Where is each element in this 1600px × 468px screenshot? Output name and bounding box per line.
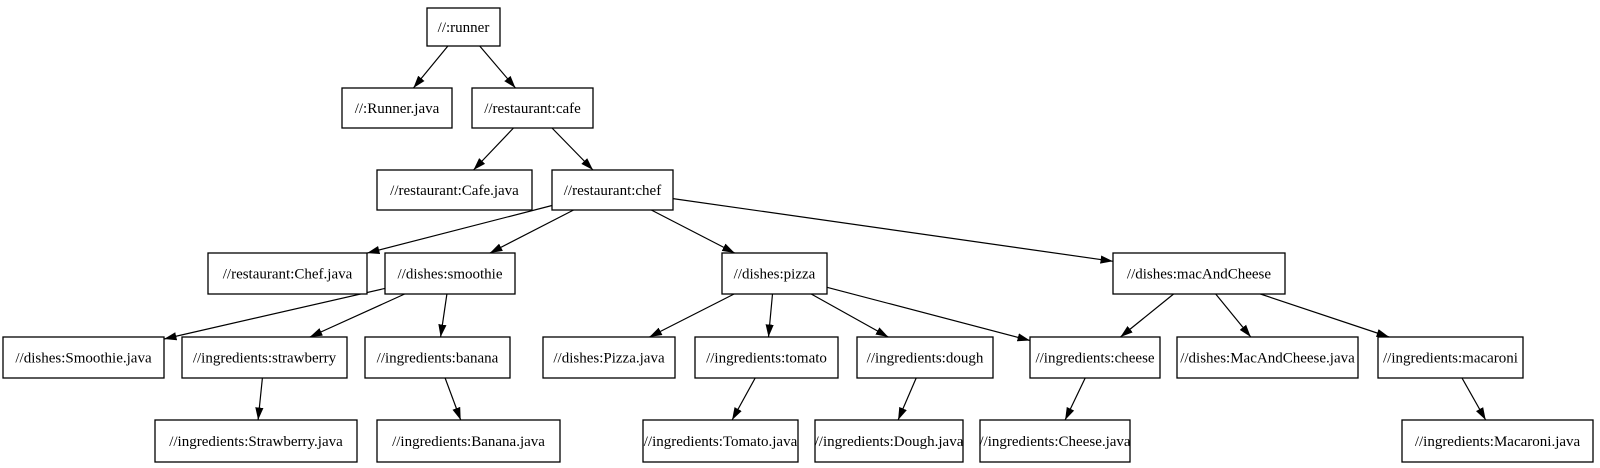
- node-label-tomato: //ingredients:tomato: [706, 351, 827, 367]
- node-tomato: //ingredients:tomato: [694, 336, 839, 379]
- node-box-strawberry: [181, 336, 348, 379]
- node-cheese: //ingredients:cheese: [1029, 336, 1161, 379]
- node-label-runner-java: //:Runner.java: [355, 101, 440, 117]
- edge-smoothie-to-smoothie-java: [163, 287, 386, 341]
- edge-runner-to-cafe: [479, 45, 516, 89]
- edge-banana-to-banana-java: [444, 377, 462, 421]
- node-box-strawberry-java: [154, 419, 358, 463]
- edge-cafe-to-chef: [551, 127, 594, 171]
- node-label-cafe: //restaurant:cafe: [484, 101, 581, 117]
- node-label-pizza-java: //dishes:Pizza.java: [553, 351, 665, 367]
- node-smoothie-java: //dishes:Smoothie.java: [2, 336, 165, 379]
- node-smoothie: //dishes:smoothie: [384, 252, 516, 295]
- node-box-macaroni-java: [1401, 419, 1594, 463]
- node-mac-and-cheese: //dishes:macAndCheese: [1112, 252, 1286, 295]
- node-label-strawberry-java: //ingredients:Strawberry.java: [169, 434, 343, 450]
- edge-mac-and-cheese-to-macaroni: [1260, 293, 1390, 338]
- node-label-banana-java: //ingredients:Banana.java: [392, 434, 545, 450]
- node-box-mac-and-cheese-java: [1176, 336, 1359, 379]
- edges-layer: [163, 45, 1487, 421]
- node-banana: //ingredients:banana: [364, 336, 511, 379]
- edge-mac-and-cheese-to-cheese: [1120, 293, 1174, 338]
- edge-mac-and-cheese-to-mac-and-cheese-java: [1215, 293, 1252, 338]
- node-cafe: //restaurant:cafe: [471, 87, 594, 129]
- node-box-cheese: [1029, 336, 1161, 379]
- node-box-pizza: [721, 252, 828, 295]
- node-label-smoothie-java: //dishes:Smoothie.java: [15, 351, 152, 367]
- node-label-strawberry: //ingredients:strawberry: [193, 351, 337, 367]
- node-label-macaroni-java: //ingredients:Macaroni.java: [1415, 434, 1581, 450]
- node-box-pizza-java: [542, 336, 676, 379]
- node-box-banana: [364, 336, 511, 379]
- node-label-cheese: //ingredients:cheese: [1035, 351, 1154, 367]
- node-label-macaroni: //ingredients:macaroni: [1383, 351, 1518, 367]
- edge-chef-to-mac-and-cheese: [672, 198, 1114, 264]
- node-box-chef-java: [207, 252, 368, 295]
- edge-pizza-to-pizza-java: [649, 293, 735, 338]
- node-label-runner: //:runner: [438, 20, 490, 36]
- node-box-tomato-java: [642, 419, 799, 463]
- edge-chef-to-pizza: [651, 209, 735, 254]
- edge-chef-to-chef-java: [366, 204, 553, 254]
- node-label-banana: //ingredients:banana: [377, 351, 499, 367]
- node-label-chef: //restaurant:chef: [564, 183, 661, 199]
- node-dough: //ingredients:dough: [856, 336, 994, 379]
- edge-cafe-to-cafe-java: [473, 127, 514, 171]
- nodes-layer: //:runner //:Runner.java //restaurant:cafe…: [2, 7, 1594, 463]
- node-tomato-java: //ingredients:Tomato.java: [642, 419, 799, 463]
- node-label-mac-and-cheese: //dishes:macAndCheese: [1127, 267, 1271, 283]
- node-box-tomato: [694, 336, 839, 379]
- node-macaroni-java: //ingredients:Macaroni.java: [1401, 419, 1594, 463]
- node-box-cafe: [471, 87, 594, 129]
- node-label-smoothie: //dishes:smoothie: [398, 267, 503, 283]
- edge-chef-to-smoothie: [489, 209, 574, 254]
- node-macaroni: //ingredients:macaroni: [1377, 336, 1524, 379]
- node-label-tomato-java: //ingredients:Tomato.java: [644, 434, 798, 450]
- node-label-chef-java: //restaurant:Chef.java: [223, 267, 353, 283]
- node-chef: //restaurant:chef: [551, 169, 674, 211]
- node-label-cheese-java: //ingredients:Cheese.java: [979, 434, 1131, 450]
- node-strawberry-java: //ingredients:Strawberry.java: [154, 419, 358, 463]
- edge-pizza-to-tomato: [765, 293, 774, 338]
- node-label-dough: //ingredients:dough: [867, 351, 984, 367]
- node-strawberry: //ingredients:strawberry: [181, 336, 348, 379]
- node-box-chef: [551, 169, 674, 211]
- node-pizza-java: //dishes:Pizza.java: [542, 336, 676, 379]
- edge-macaroni-to-macaroni-java: [1461, 377, 1487, 421]
- edge-pizza-to-cheese: [826, 286, 1031, 342]
- node-box-runner-java: [341, 87, 453, 129]
- node-box-banana-java: [376, 419, 561, 463]
- node-box-cheese-java: [979, 419, 1131, 463]
- node-chef-java: //restaurant:Chef.java: [207, 252, 368, 295]
- node-cafe-java: //restaurant:Cafe.java: [376, 169, 533, 211]
- node-cheese-java: //ingredients:Cheese.java: [979, 419, 1131, 463]
- node-box-smoothie: [384, 252, 516, 295]
- node-mac-and-cheese-java: //dishes:MacAndCheese.java: [1176, 336, 1359, 379]
- edge-cheese-to-cheese-java: [1064, 377, 1086, 421]
- node-box-runner: [426, 7, 501, 47]
- node-runner: //:runner: [426, 7, 501, 47]
- edge-smoothie-to-banana: [438, 293, 448, 338]
- node-box-smoothie-java: [2, 336, 165, 379]
- node-label-cafe-java: //restaurant:Cafe.java: [390, 183, 519, 199]
- node-box-cafe-java: [376, 169, 533, 211]
- edge-runner-to-runner-java: [412, 45, 449, 89]
- node-pizza: //dishes:pizza: [721, 252, 828, 295]
- node-box-dough: [856, 336, 994, 379]
- node-label-pizza: //dishes:pizza: [734, 267, 816, 283]
- edge-dough-to-dough-java: [897, 377, 917, 421]
- node-box-mac-and-cheese: [1112, 252, 1286, 295]
- node-banana-java: //ingredients:Banana.java: [376, 419, 561, 463]
- node-box-dough-java: [814, 419, 964, 463]
- node-label-mac-and-cheese-java: //dishes:MacAndCheese.java: [1180, 351, 1355, 367]
- node-dough-java: //ingredients:Dough.java: [814, 419, 964, 463]
- edge-smoothie-to-strawberry: [309, 293, 405, 338]
- edge-strawberry-to-strawberry-java: [255, 377, 264, 421]
- node-runner-java: //:Runner.java: [341, 87, 453, 129]
- node-box-macaroni: [1377, 336, 1524, 379]
- edge-tomato-to-tomato-java: [731, 377, 756, 421]
- edge-pizza-to-dough: [810, 293, 889, 338]
- node-label-dough-java: //ingredients:Dough.java: [815, 434, 964, 450]
